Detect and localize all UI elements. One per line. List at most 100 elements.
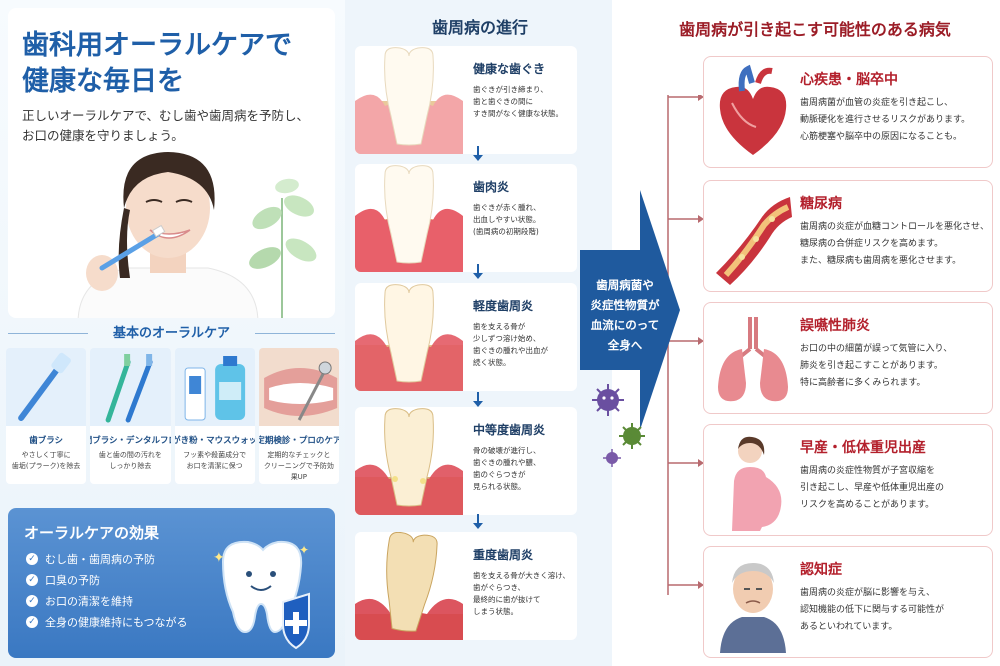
- moderate-periodontitis-icon: [355, 408, 463, 515]
- stage-desc-line: 歯を支える骨が大きく溶け、: [473, 571, 570, 580]
- smiling-tooth-icon: ✦ ✦: [213, 540, 310, 650]
- check-icon: ✓: [26, 594, 38, 607]
- care-item-toothpaste: 歯みがき粉・マウスウォッシュ フッ素や殺菌成分で お口を清潔に保つ: [174, 348, 255, 484]
- gingivitis-icon: [355, 165, 463, 272]
- care-desc-line: 歯垢(プラーク)を除去: [11, 462, 81, 470]
- disease-desc-line: 歯周病の炎症が血糖コントロールを悪化させ、: [800, 222, 990, 232]
- stage-desc-line: 歯ぐきが引き締まり、: [473, 85, 548, 94]
- care-item-desc: 歯と歯の間の汚れを しっかり除去: [97, 450, 164, 472]
- stage-desc-line: 続く状態。: [473, 358, 511, 367]
- disease-desc: 歯周病の炎症が血糖コントロールを悪化させ、 糖尿病の合併症リスクを高めます。 ま…: [800, 219, 990, 270]
- svg-text:✦: ✦: [213, 550, 225, 566]
- disease-desc-line: 歯周病菌が血管の炎症を引き起こし、: [800, 98, 954, 108]
- effect-item: ✓全身の健康維持にもつながる: [26, 611, 226, 632]
- stage-card-moderate: 中等度歯周炎 骨の破壊が進行し、 歯ぐきの腫れや膿、 歯のぐらつきが 見られる状…: [355, 407, 577, 515]
- effect-label: 全身の健康維持にもつながる: [45, 615, 188, 629]
- effect-label: 口臭の予防: [45, 573, 100, 587]
- disease-name: 糖尿病: [800, 196, 842, 212]
- disease-name: 誤嚥性肺炎: [800, 318, 870, 334]
- disease-desc-line: 肺炎を引き起こすことがあります。: [800, 361, 943, 371]
- care-item-name: 歯みがき粉・マウスウォッシュ: [174, 436, 255, 446]
- disease-card-dementia: 認知症 歯周病の炎症が脳に影響を与え、 認知機能の低下に関与する可能性が あると…: [703, 546, 993, 658]
- stage-desc: 歯ぐきが引き締まり、 歯と歯ぐきの間に すき間がなく健康な状態。: [473, 84, 573, 120]
- blood-vessel-icon: [716, 197, 792, 285]
- disease-desc: お口の中の細菌が誤って気管に入り、 肺炎を引き起こすことがあります。 特に高齢者…: [800, 341, 990, 392]
- care-item-desc: フッ素や殺菌成分で お口を清潔に保つ: [181, 450, 248, 472]
- stage-desc-line: 歯がぐらつき、: [473, 583, 525, 592]
- disease-desc-line: 認知機能の低下に関与する可能性が: [800, 605, 945, 615]
- care-desc-line: クリーニングで予防効果UP: [263, 462, 334, 481]
- care-item-name: 歯ブラシ: [29, 436, 64, 446]
- stage-name: 中等度歯周炎: [473, 423, 546, 437]
- toothbrush-icon: [6, 348, 87, 426]
- disease-card-diabetes: 糖尿病 歯周病の炎症が血糖コントロールを悪化させ、 糖尿病の合併症リスクを高めま…: [703, 180, 993, 292]
- stage-name: 重度歯周炎: [473, 548, 534, 562]
- bloodstream-arrow: [580, 190, 680, 430]
- arrow-text-line: 血流にのって: [590, 318, 660, 332]
- disease-desc-line: 歯周病の炎症性物質が子宮収縮を: [800, 466, 936, 476]
- effects-list: ✓むし歯・歯周病の予防 ✓ 口臭の予防 ✓ お口の清潔を維持 ✓全身の健康維持にもつ…: [26, 548, 226, 632]
- severe-periodontitis-icon: [355, 532, 463, 640]
- stage-desc-line: 歯ぐきの腫れや膿、: [473, 458, 541, 467]
- stage-desc-line: 少しずつ溶け始め、: [473, 334, 541, 343]
- disease-desc: 歯周病菌が血管の炎症を引き起こし、 動脈硬化を進行させるリスクがあります。 心筋…: [800, 95, 990, 146]
- plant-illustration: [249, 178, 317, 318]
- care-desc-line: しっかり除去: [109, 462, 152, 470]
- disease-desc-line: 動脈硬化を進行させるリスクがあります。: [800, 115, 971, 125]
- hero-subtitle-line1: 正しいオーラルケアで、むし歯や歯周病を予防し、: [22, 108, 310, 123]
- pregnant-woman-icon: [732, 436, 782, 531]
- care-desc-line: お口を清潔に保つ: [186, 462, 243, 470]
- stage-name: 健康な歯ぐき: [473, 62, 546, 76]
- disease-desc-line: 糖尿病の合併症リスクを高めます。: [800, 239, 944, 249]
- disease-desc-line: また、糖尿病も歯周病を悪化させます。: [800, 256, 962, 266]
- stage-card-severe: 重度歯周炎 歯を支える骨が大きく溶け、 歯がぐらつき、 最終的に歯が抜けて しま…: [355, 532, 577, 640]
- stage-card-gingivitis: 歯肉炎 歯ぐきが赤く腫れ、 出血しやすい状態。 (歯周病の初期段階): [355, 164, 577, 272]
- down-arrow-icon: [473, 146, 483, 161]
- disease-card-premature-birth: 早産・低体重児出産 歯周病の炎症性物質が子宮収縮を 引き起こし、早産や低体重児出…: [703, 424, 993, 536]
- left-panel: 歯科用オーラルケアで 健康な毎日を 正しいオーラルケアで、むし歯や歯周病を予防し…: [0, 0, 345, 666]
- disease-desc-line: お口の中の細菌が誤って気管に入り、: [800, 344, 953, 354]
- hero-subtitle: 正しいオーラルケアで、むし歯や歯周病を予防し、 お口の健康を守りましょう。: [22, 106, 332, 146]
- stage-desc: 歯を支える骨が 少しずつ溶け始め、 歯ぐきの腫れや出血が 続く状態。: [473, 321, 573, 369]
- care-item-checkup: 定期検診・プロのケア 定期的なチェックと クリーニングで予防効果UP: [258, 348, 339, 484]
- mild-periodontitis-icon: [355, 284, 463, 391]
- care-item-name: 定期検診・プロのケア: [258, 436, 339, 446]
- disease-desc: 歯周病の炎症性物質が子宮収縮を 引き起こし、早産や低体重児出産の リスクを高める…: [800, 463, 990, 514]
- svg-text:✦: ✦: [299, 543, 309, 557]
- interdental-brush-icon: [90, 348, 171, 426]
- bacteria-icon: [592, 384, 645, 467]
- arrow-text-line: 炎症性物質が: [590, 298, 660, 312]
- care-item-desc: 定期的なチェックと クリーニングで予防効果UP: [259, 450, 339, 483]
- toothpaste-icon: [174, 348, 255, 426]
- effects-card: オーラルケアの効果 ✓むし歯・歯周病の予防 ✓口臭の予防 ✓お口の清潔を維持 ✓…: [8, 508, 335, 658]
- stage-desc: 歯ぐきが赤く腫れ、 出血しやすい状態。 (歯周病の初期段階): [473, 202, 573, 238]
- stage-desc-line: 歯と歯ぐきの間に: [473, 97, 533, 106]
- care-item-interdental: 歯間ブラシ・デンタルフロス 歯と歯の間の汚れを しっかり除去: [90, 348, 171, 484]
- effect-item: ✓むし歯・歯周病の予防: [26, 548, 226, 569]
- disease-name: 早産・低体重児出産: [800, 440, 926, 456]
- disease-desc: 歯周病の炎症が脳に影響を与え、 認知機能の低下に関与する可能性が あるといわれて…: [800, 585, 990, 636]
- dental-mirror-icon: [258, 348, 339, 426]
- arrow-text: 歯周病菌や 炎症性物質が 血流にのって 全身へ: [585, 275, 665, 355]
- down-arrow-icon: [473, 264, 483, 279]
- basic-care-grid: 歯ブラシ やさしく丁寧に 歯垢(プラーク)を除去 歯間ブラシ・デンタルフロス 歯…: [6, 348, 339, 484]
- hero-title: 歯科用オーラルケアで 健康な毎日を: [22, 28, 332, 100]
- stage-desc-line: 歯ぐきが赤く腫れ、: [473, 203, 541, 212]
- check-icon: ✓: [26, 552, 38, 565]
- stage-desc-line: 歯を支える骨が: [473, 322, 526, 331]
- stage-card-mild: 軽度歯周炎 歯を支える骨が 少しずつ溶け始め、 歯ぐきの腫れや出血が 続く状態。: [355, 283, 577, 391]
- basic-care-title: 基本のオーラルケア: [8, 322, 335, 344]
- arrow-text-line: 全身へ: [607, 338, 643, 352]
- disease-desc-line: 歯周病の炎症が脳に影響を与え、: [800, 588, 936, 598]
- disease-desc-line: リスクを高めることがあります。: [800, 500, 935, 510]
- down-arrow-icon: [473, 514, 483, 529]
- stage-desc-line: すき間がなく健康な状態。: [473, 109, 563, 118]
- stage-desc-line: 歯ぐきの腫れや出血が: [473, 346, 548, 355]
- stage-desc: 歯を支える骨が大きく溶け、 歯がぐらつき、 最終的に歯が抜けて しまう状態。: [473, 570, 573, 618]
- hero-title-line2: 健康な毎日を: [22, 66, 184, 97]
- stage-name: 軽度歯周炎: [473, 299, 534, 313]
- stage-name: 歯肉炎: [473, 180, 510, 194]
- arrow-text-line: 歯周病菌や: [596, 278, 654, 292]
- care-desc-line: 定期的なチェックと: [267, 451, 331, 459]
- effect-label: お口の清潔を維持: [45, 594, 133, 608]
